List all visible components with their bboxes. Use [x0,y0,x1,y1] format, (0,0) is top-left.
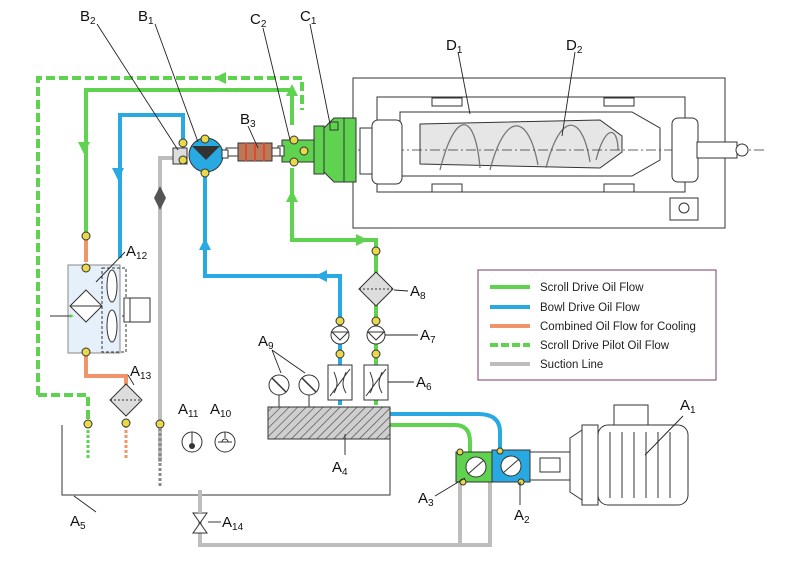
component-labels: B2 B1 C2 C1 D1 D2 B3 A12 A8 A7 A9 A6 A13… [70,8,696,533]
flow-control-valves-a6 [327,364,389,401]
label-a2: A2 [514,507,530,526]
suction-line-bottom-2 [200,482,462,547]
scroll-pump-a3 [455,448,493,486]
label-a8: A8 [410,283,426,302]
scroll-oil-return [84,88,294,232]
label-a13: A13 [130,363,152,382]
label-c1: C1 [300,8,317,27]
check-valves-a7 [330,316,386,359]
scroll-flight [439,124,619,171]
label-b3: B3 [240,111,256,130]
bowl-pump-a2 [491,447,531,486]
label-a10: A10 [210,401,232,420]
bowl-oil-supply [203,170,342,405]
electric-motor-a1 [529,404,689,506]
label-a3: A3 [418,490,434,509]
label-a6: A6 [416,374,432,393]
leader-lines [73,23,684,523]
label-a4: A4 [332,459,348,478]
drain-valve-a14 [192,490,208,534]
pressure-filter-a8 [358,246,394,307]
label-a1: A1 [680,397,696,416]
pressure-gauges-a9 [268,374,320,407]
label-a12: A12 [126,243,148,262]
scroll-hydraulic-motor-c2 [277,135,315,167]
scroll-drive-motor-c1 [313,117,357,183]
suction-line-vertical [158,156,175,462]
oil-tank [61,425,391,496]
legend-label-suction: Suction Line [540,359,603,371]
pump-to-manifold-green [390,423,472,458]
oil-cooler-a12 [50,231,151,357]
label-a9: A9 [258,333,274,352]
legend-label-pilot: Scroll Drive Pilot Oil Flow [540,340,670,352]
return-filter-a13 [83,383,165,429]
legend-label-scroll: Scroll Drive Oil Flow [540,282,644,294]
label-d1: D1 [446,37,463,56]
bowl-hydraulic-motor-b1 [172,134,229,178]
label-a11: A11 [178,401,199,420]
legend-label-combined: Combined Oil Flow for Cooling [540,321,696,333]
label-b2: B2 [80,8,96,27]
pump-to-manifold-blue [390,412,502,450]
legend: Scroll Drive Oil Flow Bowl Drive Oil Flo… [477,269,717,381]
label-b1: B1 [138,8,154,27]
combined-cooling-line-2 [84,355,128,386]
label-c2: C2 [250,11,267,30]
valve-manifold-a4 [267,406,391,440]
suction-line-bottom [198,475,492,547]
legend-label-bowl: Bowl Drive Oil Flow [540,302,640,314]
flow-arrows [78,72,368,282]
bowl-oil-return [118,113,185,258]
pilot-oil-line [36,76,304,395]
temperature-gauge-a11 [181,431,203,453]
decanter-centrifuge [340,77,765,229]
scroll-body [419,119,623,169]
level-gauge-a10 [214,431,236,453]
coupling-b3 [225,142,281,162]
label-a14: A14 [222,514,244,533]
label-a5: A5 [70,513,86,532]
label-d2: D2 [566,37,583,56]
label-a7: A7 [420,327,436,346]
pilot-return-line [38,393,90,422]
